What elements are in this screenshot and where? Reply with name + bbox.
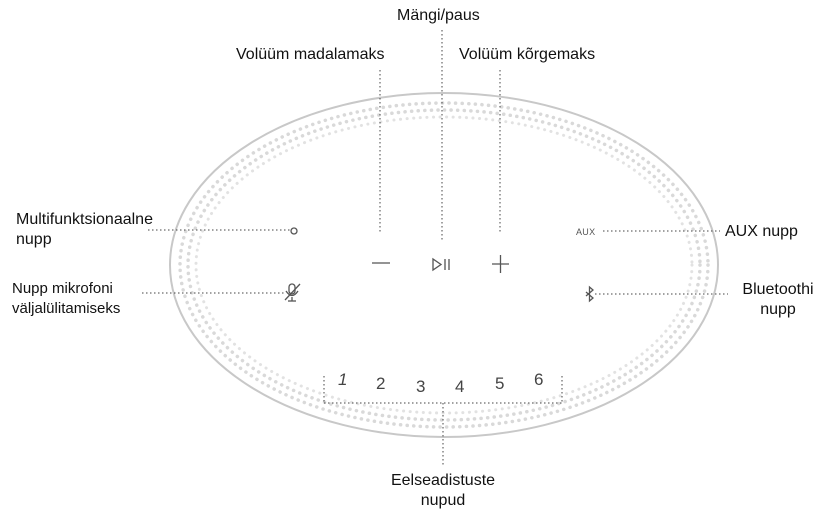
label-presets: Eelseadistuste nupud xyxy=(378,471,508,511)
speaker-outer-outline xyxy=(169,92,719,438)
speaker-top-surface xyxy=(204,124,684,406)
play-pause-icon xyxy=(432,257,450,272)
preset-button-5[interactable]: 5 xyxy=(495,374,504,393)
label-mic-off-line1: Nupp mikrofoni xyxy=(12,280,113,297)
preset-button-2[interactable]: 2 xyxy=(376,374,385,393)
grille-dots-inner2 xyxy=(194,115,694,415)
plus-icon xyxy=(492,255,509,273)
preset-button-6[interactable]: 6 xyxy=(534,370,543,389)
grille-dots-inner xyxy=(186,108,702,422)
bluetooth-icon xyxy=(585,285,594,303)
preset-buttons: 1 2 3 4 5 6 xyxy=(338,370,543,396)
label-multifunction-line1: Multifunktsionaalne xyxy=(16,211,153,228)
label-mic-off: Nupp mikrofoni väljalülitamiseks xyxy=(12,279,120,319)
mic-off-icon xyxy=(284,283,301,302)
preset-button-4[interactable]: 4 xyxy=(455,377,464,396)
multifunction-circle-icon xyxy=(290,227,298,235)
aux-text: AUX xyxy=(576,227,595,237)
label-presets-line2: nupud xyxy=(420,492,466,509)
label-bluetooth: Bluetoothi nupp xyxy=(730,280,826,320)
preset-button-1[interactable]: 1 xyxy=(338,370,347,389)
grille-dots-outer xyxy=(178,101,710,429)
label-bluetooth-line1: Bluetoothi xyxy=(742,281,814,298)
label-multifunction: Multifunktsionaalne nupp xyxy=(16,210,153,250)
label-volume-down: Volüüm madalamaks xyxy=(236,46,385,63)
preset-button-3[interactable]: 3 xyxy=(416,377,425,396)
label-play-pause: Mängi/paus xyxy=(397,7,480,24)
label-bluetooth-line2: nupp xyxy=(760,301,796,318)
label-aux-button: AUX nupp xyxy=(725,223,798,240)
label-presets-line1: Eelseadistuste xyxy=(390,472,496,489)
label-volume-up: Volüüm kõrgemaks xyxy=(459,46,596,63)
label-mic-off-line2: väljalülitamiseks xyxy=(12,300,121,317)
label-multifunction-line2: nupp xyxy=(16,231,52,248)
